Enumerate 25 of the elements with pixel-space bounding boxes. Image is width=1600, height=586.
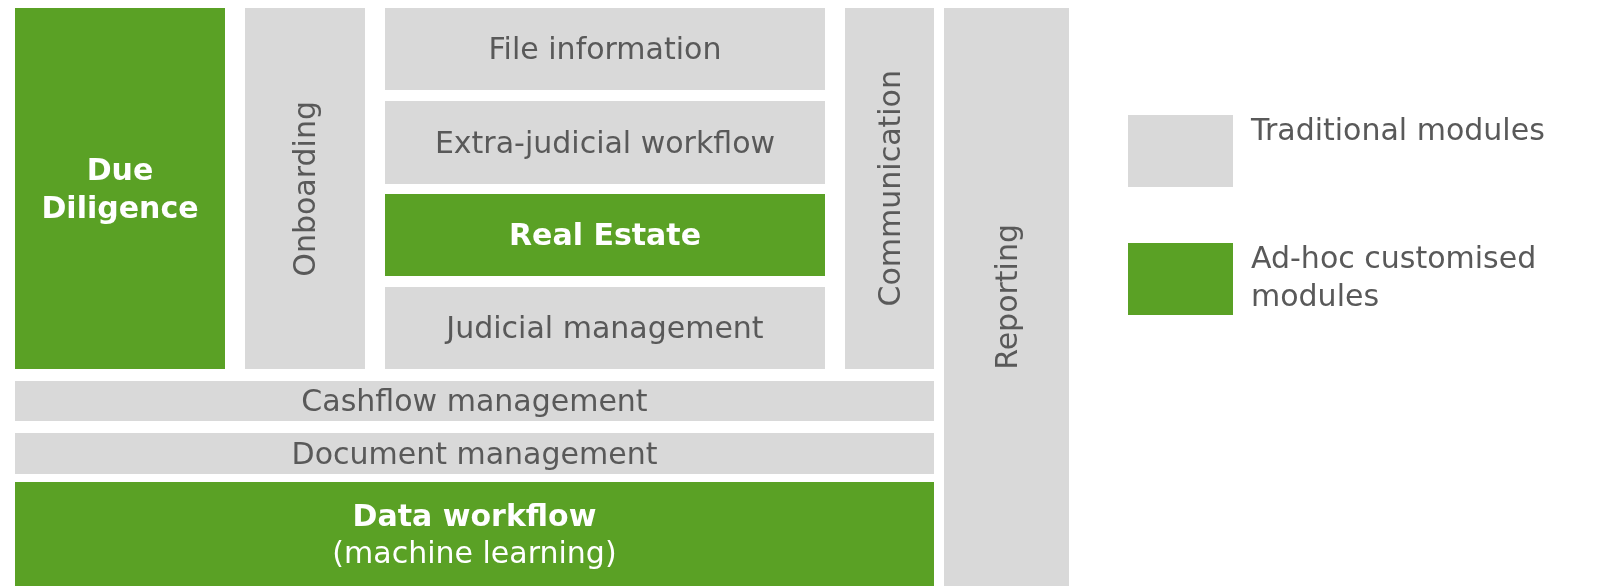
legend-label: Ad-hoc customised modules [1251,239,1538,314]
module-label: Judicial management [446,309,764,347]
module-block [385,194,825,276]
module-block [385,287,825,369]
module-block [385,8,825,90]
module-label: Onboarding [287,100,323,277]
module-label: Cashflow management [301,382,648,420]
module-label: (machine learning) [332,534,617,572]
module-label: Due Diligence [40,151,200,226]
module-block [385,101,825,184]
module-block [845,8,934,369]
module-block [15,8,225,369]
module-block [944,8,1069,586]
module-block [15,482,934,586]
module-label: Data workflow [352,496,597,534]
module-bar [15,433,934,474]
module-block [245,8,365,369]
module-bar [15,381,934,421]
module-label: Document management [291,434,658,473]
module-label: Communication [871,70,907,307]
legend-label: Traditional modules [1251,111,1546,149]
module-label: Extra-judicial workflow [434,123,776,162]
module-label: Real Estate [508,216,701,254]
module-label: Reporting [988,224,1024,370]
module-label: File information [488,30,722,68]
